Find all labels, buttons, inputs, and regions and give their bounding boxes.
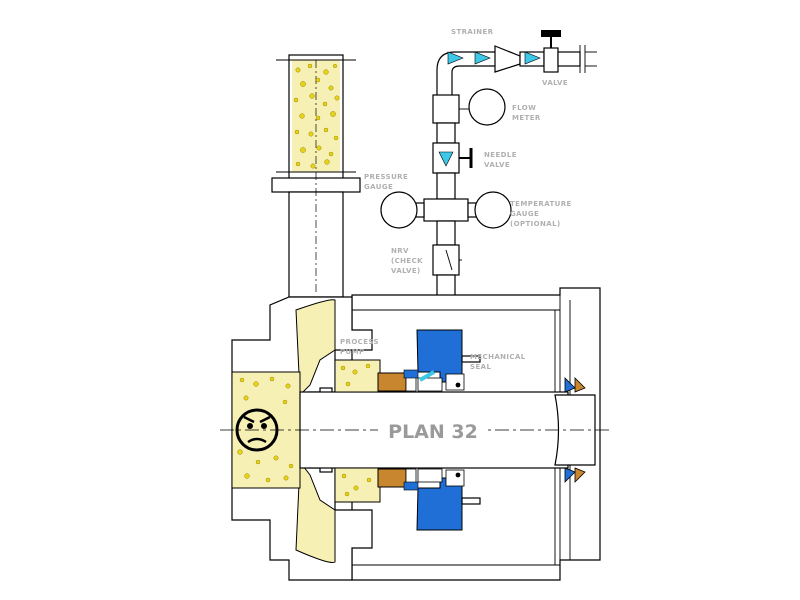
flow-arrow-icon bbox=[438, 151, 454, 167]
diagram-title: PLAN 32 bbox=[388, 421, 478, 443]
flow-meter-label-1: FLOW bbox=[512, 104, 536, 112]
temperature-gauge-label-1: TEMPERATURE bbox=[510, 200, 572, 208]
flow-arrow-icon bbox=[447, 51, 464, 65]
strainer-label: STRAINER bbox=[451, 28, 494, 36]
suction-particles bbox=[293, 63, 340, 169]
lip-seal bbox=[564, 377, 586, 483]
supply-valve bbox=[541, 30, 597, 73]
mechanical-seal-label-2: SEAL bbox=[470, 363, 491, 371]
flow-arrow-icon bbox=[524, 51, 541, 65]
strainer-body bbox=[494, 45, 521, 73]
needle-valve-label-1: NEEDLE bbox=[484, 151, 517, 159]
valve-handwheel-icon bbox=[541, 30, 561, 37]
needle-valve-label-2: VALVE bbox=[484, 161, 510, 169]
process-pump-label-2: PUMP bbox=[340, 348, 365, 356]
temperature-gauge-label-3: (OPTIONAL) bbox=[510, 220, 561, 228]
nrv-label-2: (CHECK bbox=[391, 257, 423, 265]
mechanical-seal bbox=[334, 329, 481, 531]
mechanical-seal-label-1: MECHANICAL bbox=[470, 353, 526, 361]
suction-pipe bbox=[271, 54, 361, 298]
flow-arrow-icon bbox=[474, 51, 491, 65]
labels: STRAINER VALVE FLOW METER NEEDLE VALVE P… bbox=[340, 28, 572, 444]
nrv-label-3: VALVE) bbox=[391, 267, 421, 275]
valve-label: VALVE bbox=[542, 79, 568, 87]
temperature-gauge bbox=[474, 191, 512, 229]
process-pump-label-1: PROCESS bbox=[340, 338, 379, 346]
pressure-gauge-label-1: PRESSURE bbox=[364, 173, 408, 181]
nrv-label-1: NRV bbox=[391, 247, 409, 255]
flow-meter bbox=[468, 88, 506, 126]
temperature-gauge-label-2: GAUGE bbox=[510, 210, 539, 218]
pressure-gauge-label-2: GAUGE bbox=[364, 183, 393, 191]
flow-meter-label-2: METER bbox=[512, 114, 541, 122]
pressure-gauge bbox=[380, 191, 418, 229]
impeller bbox=[295, 299, 336, 397]
